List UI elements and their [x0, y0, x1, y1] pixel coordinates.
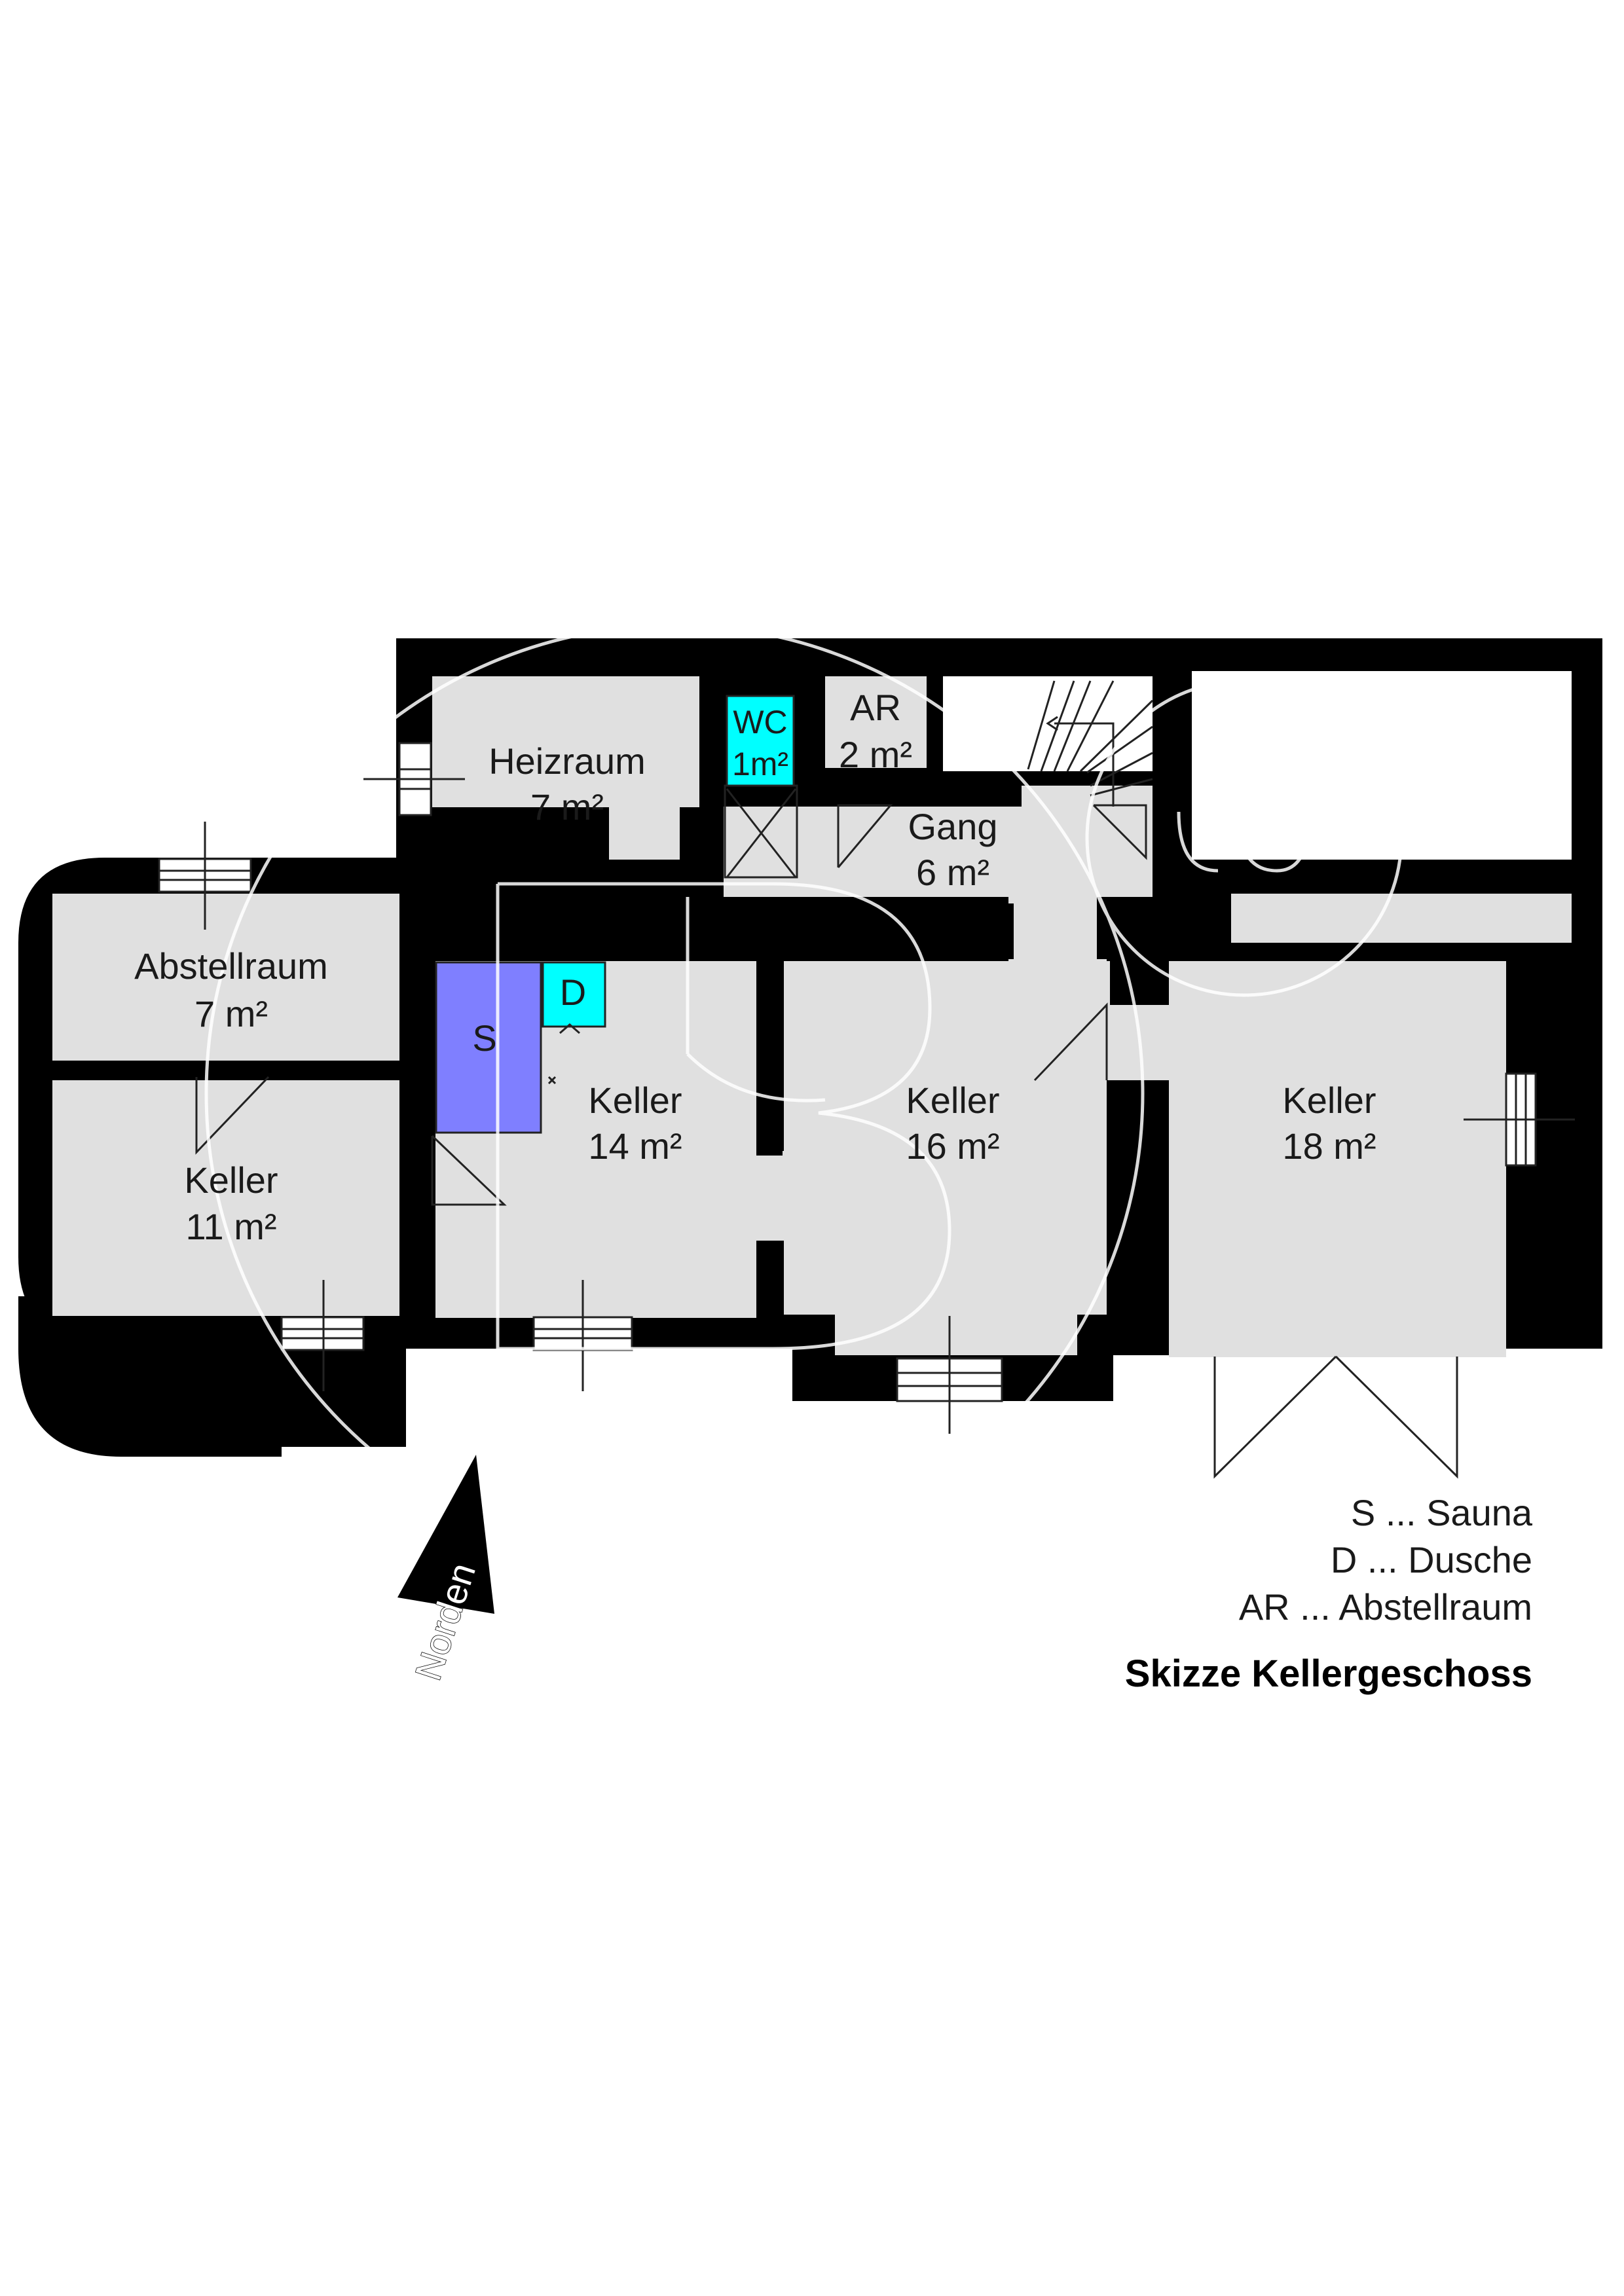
- window-heizraum: [363, 742, 465, 816]
- label-gang-area: 6 m²: [916, 852, 989, 893]
- label-keller-16-area: 16 m²: [906, 1125, 999, 1167]
- window-keller-14: [532, 1280, 633, 1391]
- label-wc-area: 1m²: [732, 746, 788, 782]
- doors: [195, 784, 1458, 1479]
- window-keller-16: [896, 1316, 1003, 1434]
- label-keller-16-name: Keller: [906, 1080, 999, 1121]
- legend-item-dusche: D ... Dusche: [1331, 1539, 1532, 1580]
- sauna: [435, 961, 542, 1134]
- label-abstellraum-name: Abstellraum: [134, 945, 328, 987]
- north-arrow: Norden Norden: [397, 1455, 494, 1685]
- inner-walls: [686, 897, 1172, 1355]
- floors: [52, 671, 1572, 1357]
- label-sauna: S: [472, 1017, 496, 1059]
- label-ar-area: 2 m²: [839, 734, 912, 775]
- legend-item-abstellraum: AR ... Abstellraum: [1239, 1586, 1532, 1628]
- room-ar: [825, 676, 927, 768]
- windows: [158, 742, 1575, 1434]
- watermark-logo: [204, 623, 1403, 1563]
- legend-title: Skizze Kellergeschoss: [1125, 1652, 1532, 1695]
- window-keller-11: [280, 1280, 365, 1391]
- room-keller-18: [1169, 961, 1506, 1357]
- north-arrow-icon: [397, 1455, 494, 1614]
- label-keller-18-name: Keller: [1282, 1080, 1376, 1121]
- label-dusche: D: [560, 972, 586, 1013]
- room-keller-11: [52, 1080, 399, 1316]
- staircase: [1027, 680, 1154, 807]
- legend-item-sauna: S ... Sauna: [1351, 1492, 1533, 1533]
- legend: S ... Sauna D ... Dusche AR ... Abstellr…: [1125, 1492, 1533, 1695]
- label-gang-name: Gang: [908, 806, 998, 847]
- window-keller-18: [1464, 1072, 1575, 1167]
- storage-box: [1192, 671, 1572, 860]
- room-heizraum: [432, 676, 699, 807]
- label-ar-name: AR: [850, 687, 901, 728]
- label-keller-14-area: 14 m²: [588, 1125, 682, 1167]
- label-heizraum-area: 7 m²: [530, 786, 604, 828]
- label-wc-name: WC: [733, 704, 787, 740]
- shower: [542, 961, 606, 1028]
- room-abstellraum: [52, 894, 399, 1061]
- room-labels: Heizraum 7 m² WC 1m² AR 2 m² Gang 6 m² A…: [134, 687, 1376, 1247]
- label-abstellraum-area: 7 m²: [194, 993, 268, 1034]
- label-keller-18-area: 18 m²: [1282, 1125, 1376, 1167]
- window-abstellraum: [158, 822, 252, 930]
- label-keller-11-area: 11 m²: [186, 1206, 277, 1247]
- label-keller-14-name: Keller: [588, 1080, 682, 1121]
- label-heizraum-name: Heizraum: [489, 740, 646, 782]
- label-keller-11-name: Keller: [184, 1159, 278, 1201]
